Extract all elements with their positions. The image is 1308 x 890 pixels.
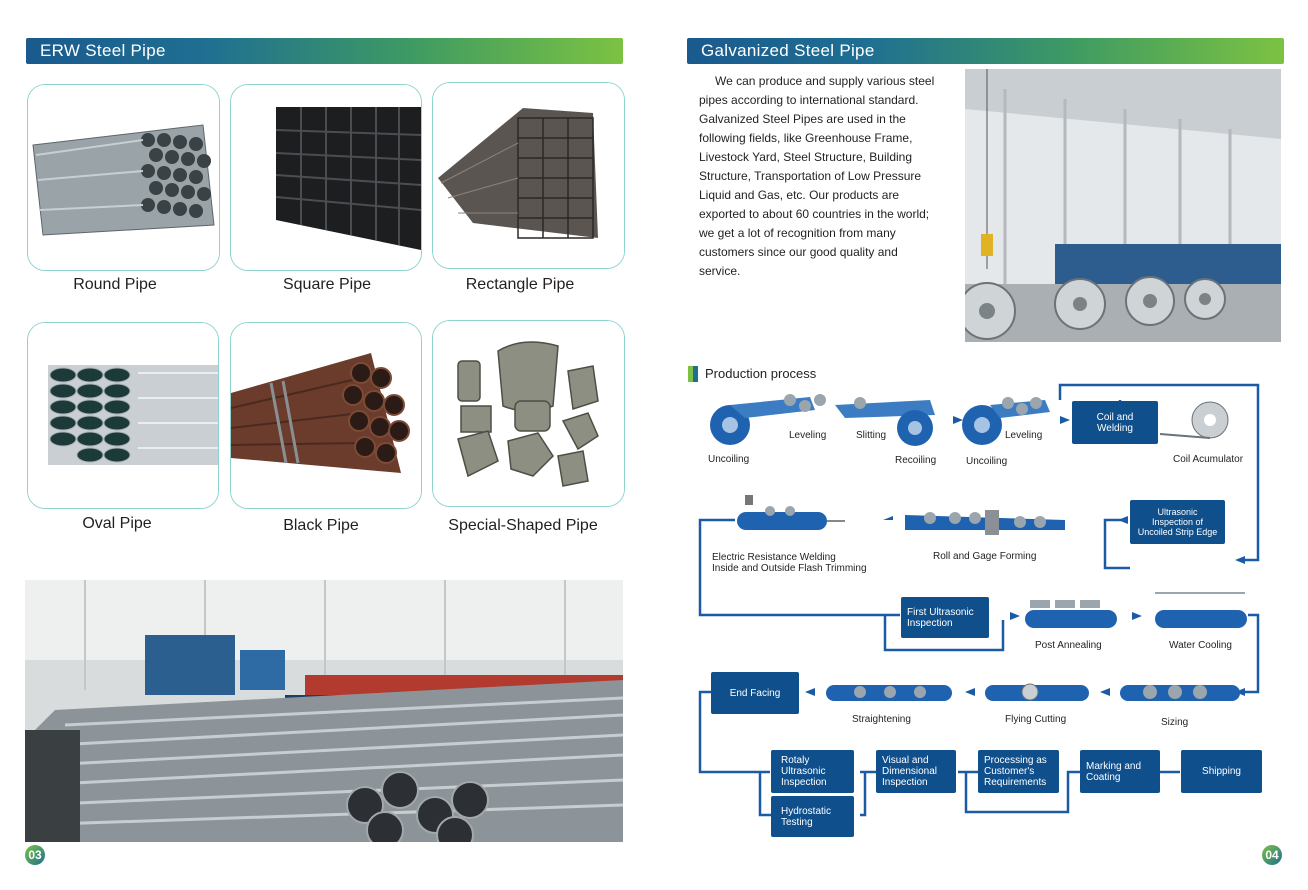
rectangle-pipe-photo	[432, 82, 625, 269]
erw-banner-title: ERW Steel Pipe	[40, 41, 166, 60]
step-processing-requirements: Processing as Customer's Requirements	[978, 750, 1059, 793]
square-pipe-photo	[230, 84, 422, 271]
special-shaped-pipe-caption: Special-Shaped Pipe	[448, 517, 598, 534]
step-straightening: Straightening	[852, 714, 911, 725]
step-water-cooling: Water Cooling	[1169, 640, 1232, 651]
production-process-marker	[688, 366, 698, 382]
square-pipe-caption: Square Pipe	[282, 276, 372, 293]
galvanized-factory-photo	[965, 69, 1281, 342]
step-sizing: Sizing	[1161, 717, 1189, 728]
step-coil-acumulator: Coil Acumulator	[1173, 454, 1244, 465]
black-pipe-caption: Black Pipe	[283, 517, 359, 534]
step-shipping: Shipping	[1181, 750, 1262, 793]
oval-pipe-caption: Oval Pipe	[82, 515, 152, 532]
production-process-title: Production process	[705, 366, 817, 381]
step-post-annealing: Post Annealing	[1035, 640, 1102, 651]
galvanized-description: We can produce and supply various steel …	[699, 74, 935, 278]
step-hydrostatic-testing: Hydrostatic Testing	[771, 796, 854, 837]
oval-pipe-photo	[27, 322, 219, 509]
step-roll-gage-forming: Roll and Gage Forming	[933, 551, 1037, 562]
special-shaped-pipe-photo	[432, 320, 625, 507]
page-number-left: 03	[25, 845, 45, 865]
step-leveling-1: Leveling	[789, 430, 827, 441]
erw-factory-photo	[25, 580, 623, 842]
step-marking-coating: Marking and Coating	[1080, 750, 1160, 793]
rectangle-pipe-caption: Rectangle Pipe	[465, 276, 575, 293]
step-first-ultrasonic: First Ultrasonic Inspection	[901, 597, 989, 638]
step-visual-dimensional: Visual and Dimensional Inspection	[876, 750, 956, 793]
step-uncoiling-2: Uncoiling	[966, 456, 1008, 467]
round-pipe-caption: Round Pipe	[73, 276, 157, 293]
step-slitting: Slitting	[856, 430, 887, 441]
galvanized-banner: Galvanized Steel Pipe	[687, 38, 1284, 64]
black-pipe-photo	[230, 322, 422, 509]
page-number-right: 04	[1262, 845, 1282, 865]
step-flying-cutting: Flying Cutting	[1005, 714, 1067, 725]
erw-banner: ERW Steel Pipe	[26, 38, 623, 64]
step-coil-and-welding: Coil and Welding	[1072, 401, 1158, 444]
step-erw: Electric Resistance Welding	[712, 552, 836, 563]
step-ultrasonic-strip-edge: Ultrasonic Inspection of Uncoiled Strip …	[1130, 500, 1225, 544]
step-end-facing: End Facing	[711, 672, 799, 714]
step-recoiling: Recoiling	[895, 455, 937, 466]
step-flash-trimming: Inside and Outside Flash Trimming	[712, 563, 867, 574]
round-pipe-photo	[27, 84, 220, 271]
galvanized-banner-title: Galvanized Steel Pipe	[701, 41, 875, 60]
step-rotaly-ultrasonic: Rotaly Ultrasonic Inspection	[771, 750, 854, 793]
step-uncoiling-1: Uncoiling	[708, 454, 750, 465]
step-leveling-2: Leveling	[1005, 430, 1043, 441]
